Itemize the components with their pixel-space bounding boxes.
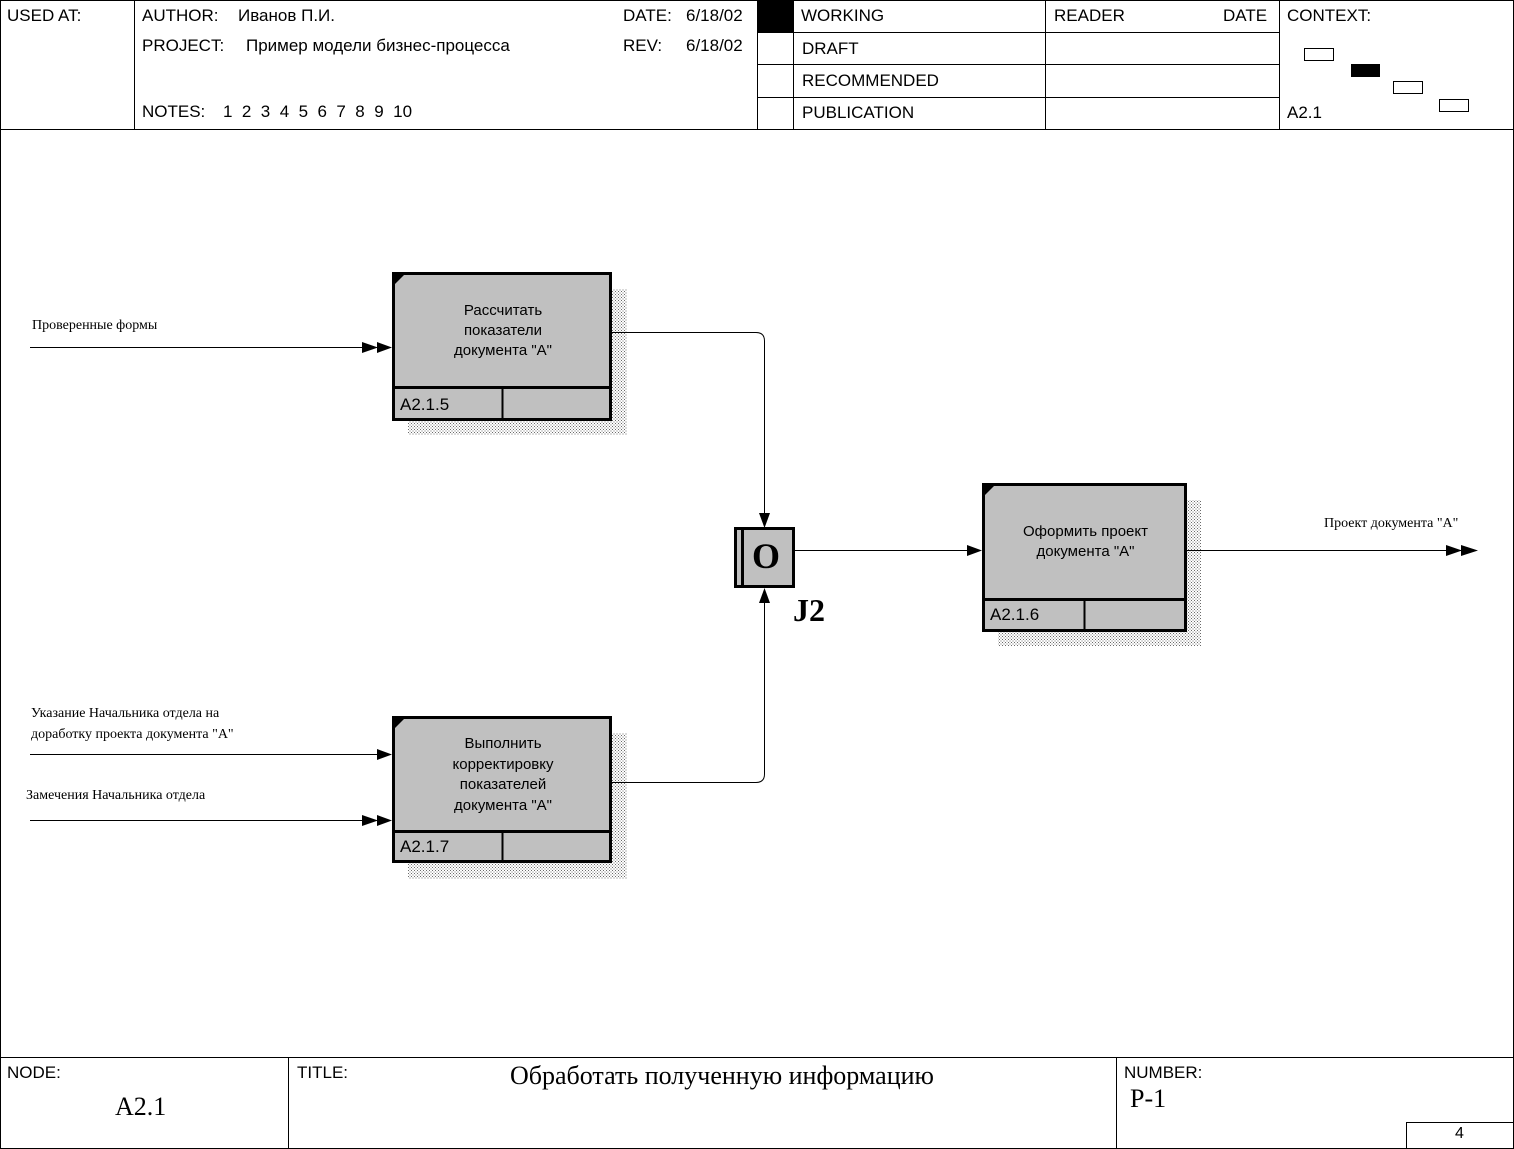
status-draft: DRAFT [802,39,859,58]
node-value: A2.1 [115,1092,167,1121]
activity-node-a216: A2.1.6 [990,605,1040,624]
activity-box-a216[interactable] [982,483,1187,632]
status-recommended: RECOMMENDED [802,71,939,90]
activity-box-a215[interactable] [392,272,612,421]
activity-title-line: документа "А" [1036,543,1135,560]
arrow-a217-to-j2[interactable] [611,588,770,783]
number-value: P-1 [1130,1084,1167,1113]
arrow-a215-to-j2[interactable] [611,332,770,529]
title-label: TITLE: [297,1063,349,1082]
reader-label: READER [1054,6,1125,25]
activity-title-a216: Оформить проект документа "А" [985,522,1186,562]
junction-j2[interactable] [734,527,795,588]
activity-node-a215: A2.1.5 [400,395,450,414]
context-label: CONTEXT: [1287,6,1372,25]
activity-title-line: показателей [459,776,547,793]
notes-values: 1 2 3 4 5 6 7 8 9 10 [223,102,413,121]
junction-symbol: O [752,536,781,576]
rev-label: REV: [623,36,663,55]
status-working: WORKING [801,6,885,25]
activity-node-a217: A2.1.7 [400,837,450,856]
author-label: AUTHOR: [142,6,219,25]
activity-box-a217[interactable] [392,716,612,863]
date-label: DATE: [623,6,672,25]
arrow-label-remarks: Замечения Начальника отдела [26,788,206,803]
notes-label: NOTES: [142,102,206,121]
activity-title-line: Рассчитать [463,302,543,319]
project-value: Пример модели бизнес-процесса [246,36,510,55]
activity-title-a217: Выполнить корректировку показателей доку… [396,734,610,816]
working-status-marker [758,1,793,32]
status-publication: PUBLICATION [802,103,915,122]
arrow-input-checked-forms[interactable] [30,342,392,353]
activity-title-line: показатели [463,322,543,339]
arrow-label-instruction-line2: доработку проекта документа "А" [31,727,234,742]
activity-title-line: документа "А" [454,342,552,359]
context-box-1 [1304,48,1334,61]
context-box-2 [1351,64,1380,77]
context-node: A2.1 [1287,103,1322,122]
page-number: 4 [1455,1125,1464,1142]
author-value: Иванов П.И. [238,6,335,25]
diagram-title: Обработать полученную информацию [510,1061,934,1090]
reader-date-label: DATE [1223,6,1268,25]
arrow-label-checked-forms: Проверенные формы [32,318,158,333]
context-box-3 [1393,81,1423,94]
rev-value: 6/18/02 [686,36,743,55]
node-label: NODE: [7,1063,61,1082]
activity-title-line: корректировку [452,755,554,773]
arrow-label-output: Проект документа "А" [1324,516,1459,531]
project-label: PROJECT: [142,36,225,55]
arrow-input-remarks[interactable] [30,815,392,826]
activity-title-line: Оформить проект [1023,523,1148,540]
number-label: NUMBER: [1124,1063,1203,1082]
arrow-output-draft-document[interactable] [1186,545,1478,556]
date-value: 6/18/02 [686,6,743,25]
used-at-label: USED AT: [7,6,82,25]
context-box-4 [1439,99,1469,112]
junction-label: J2 [793,592,825,628]
activity-title-line: Выполнить [464,735,542,752]
activity-title-a215: Рассчитать показатели документа "А" [396,301,610,361]
arrow-j2-to-a216[interactable] [794,545,982,556]
arrow-label-instruction-line1: Указание Начальника отдела на [31,706,220,721]
activity-title-line: документа "А" [454,796,552,814]
arrow-input-instruction[interactable] [30,749,392,760]
